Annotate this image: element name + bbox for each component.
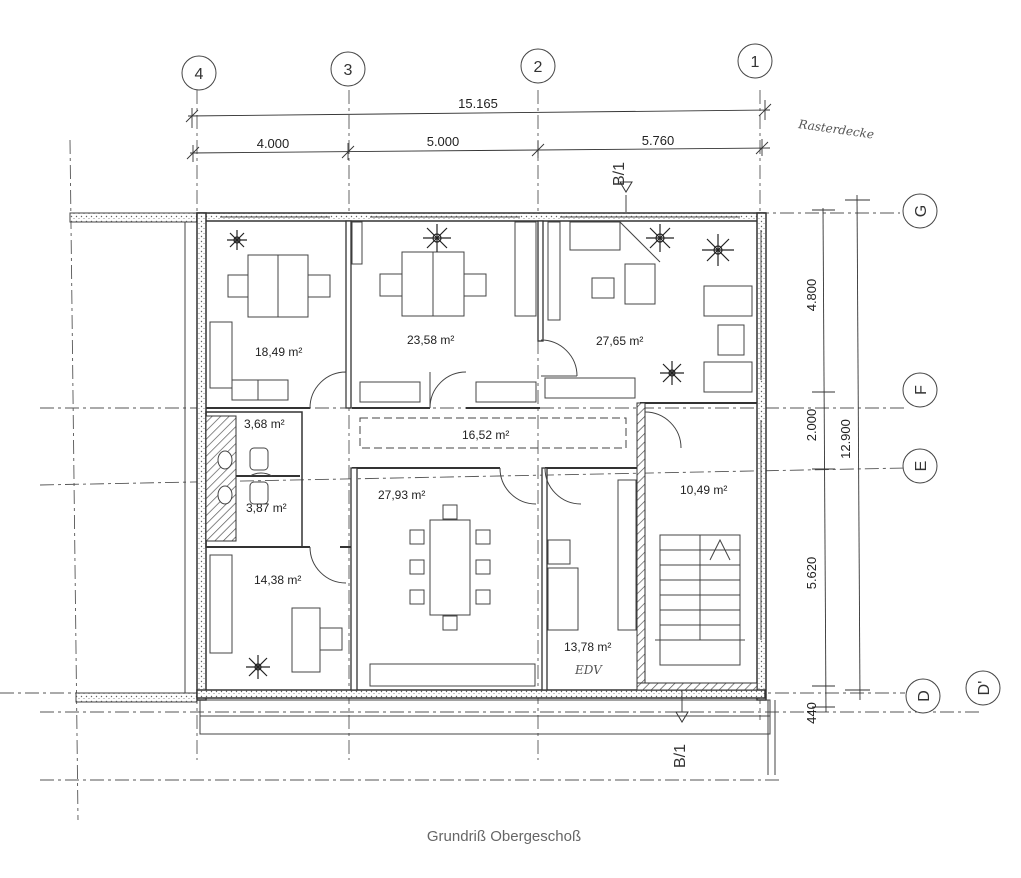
furniture-room-1 (209, 254, 331, 401)
column-axis-2: 2 (520, 48, 556, 84)
room-area-7: 27,93 m² (378, 488, 425, 502)
furniture-room-9 (209, 554, 343, 673)
row-axis-e: E (902, 448, 938, 484)
axis-label-d-prime: D' (976, 681, 993, 696)
handwritten-note: Rasterdecke (797, 117, 875, 142)
room-area-10: 13,78 m² (564, 640, 611, 654)
sanitary-fixtures (217, 447, 269, 505)
dimension-total-width: 15.165 (185, 96, 772, 128)
dimension-depths: 4.800 2.000 5.620 440 (804, 207, 835, 724)
axis-label-4: 4 (195, 66, 204, 83)
dimension-bays: 4.000 5.000 5.760 (186, 133, 771, 162)
plan-caption: Grundriß Obergeschoß (427, 828, 581, 845)
axis-label-g: G (913, 205, 930, 217)
interior-walls (205, 220, 758, 691)
axis-label-d: D (916, 690, 933, 702)
furniture-meeting-room (369, 504, 536, 687)
dim-4000: 4.000 (257, 136, 290, 151)
room-area-8: 10,49 m² (680, 483, 727, 497)
axis-label-e: E (913, 461, 930, 472)
dim-12900: 12.900 (838, 419, 853, 459)
axis-label-3: 3 (344, 62, 353, 79)
furniture-edv-room (547, 479, 637, 631)
dim-5000: 5.000 (427, 134, 460, 149)
row-axis-f: F (902, 372, 938, 408)
balcony-left (69, 212, 198, 703)
grid-lines (0, 90, 980, 821)
section-label-bottom: B/1 (672, 744, 689, 768)
dim-15165: 15.165 (458, 96, 498, 111)
column-axis-1: 1 (737, 43, 773, 79)
room-labels: 18,49 m² 23,58 m² 27,65 m² 3,68 m² 16,52… (244, 333, 727, 677)
room-area-4: 3,68 m² (244, 417, 285, 431)
furniture-room-3 (544, 221, 753, 399)
dim-5760: 5.760 (642, 133, 675, 148)
dimension-total-depth: 12.900 (838, 194, 870, 701)
doors (249, 339, 682, 584)
section-mark-top: B/1 (611, 162, 633, 212)
room-area-9: 14,38 m² (254, 573, 301, 587)
section-mark-bottom: B/1 (672, 690, 689, 768)
room-area-5: 16,52 m² (462, 428, 509, 442)
column-axis-4: 4 (181, 55, 217, 91)
room-area-6: 3,87 m² (246, 501, 287, 515)
section-label-top: B/1 (611, 162, 628, 186)
edv-note: EDV (574, 663, 603, 677)
room-area-3: 27,65 m² (596, 334, 643, 348)
dim-4800: 4.800 (804, 279, 819, 312)
outer-walls (196, 212, 776, 775)
plant-icon (227, 224, 734, 679)
room-area-2: 23,58 m² (407, 333, 454, 347)
dim-5620: 5.620 (804, 557, 819, 590)
row-axis-d-prime: D' (965, 670, 1001, 706)
dim-440: 440 (804, 702, 819, 724)
row-axis-g: G (902, 193, 938, 229)
axis-label-f: F (913, 385, 930, 395)
axis-label-1: 1 (751, 54, 760, 71)
dim-2000: 2.000 (804, 409, 819, 442)
column-axis-3: 3 (330, 51, 366, 87)
row-axis-d: D (905, 678, 941, 714)
axis-label-2: 2 (534, 59, 543, 76)
room-area-1: 18,49 m² (255, 345, 302, 359)
furniture-room-2 (351, 221, 537, 403)
staircase (655, 534, 745, 666)
